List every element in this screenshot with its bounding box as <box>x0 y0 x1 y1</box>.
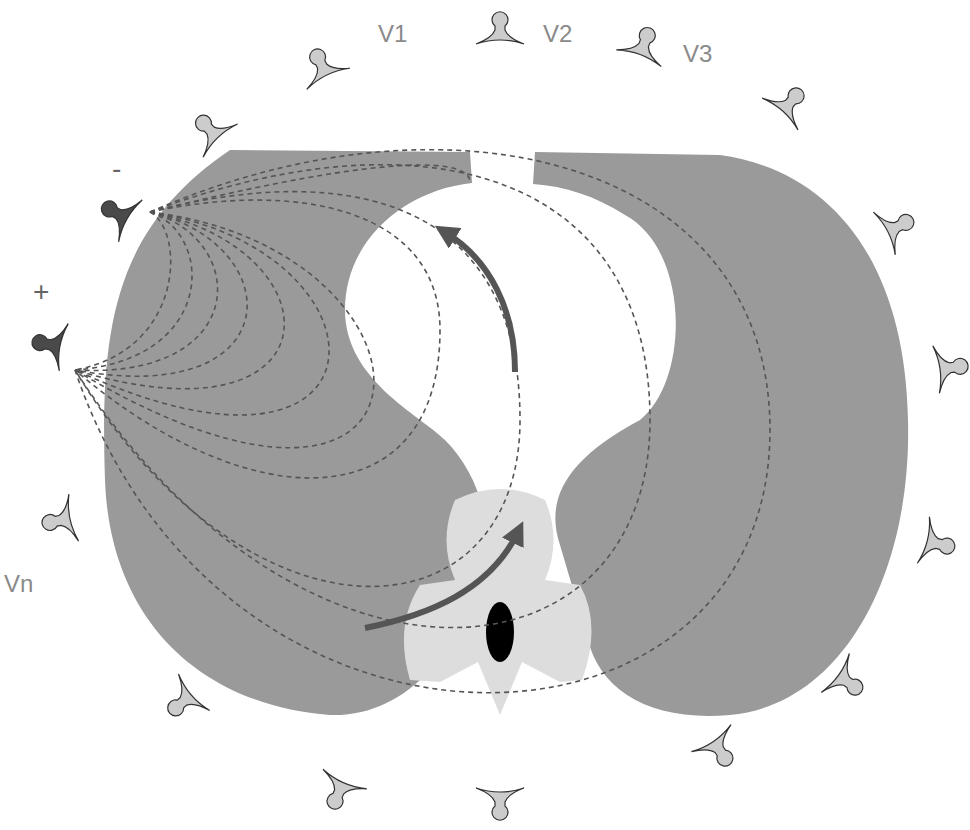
electrode <box>154 674 210 731</box>
electrode <box>821 654 875 712</box>
spine <box>404 489 592 715</box>
electrode-label: V3 <box>683 42 712 66</box>
electrode <box>933 341 970 393</box>
electrode <box>37 494 78 548</box>
electrode <box>691 725 749 779</box>
electrode-array <box>28 12 970 820</box>
spinal-canal <box>486 602 514 662</box>
depolarization-arrows <box>365 232 518 628</box>
electrode <box>476 788 524 820</box>
electrode <box>917 517 960 572</box>
polarity-sign: - <box>112 155 121 183</box>
electrode <box>873 197 924 254</box>
electrode <box>91 184 143 242</box>
electrode <box>293 39 350 89</box>
electrode-label: V2 <box>543 22 572 46</box>
electrode <box>476 12 524 44</box>
electrode-label: V1 <box>378 22 407 46</box>
electrode <box>28 318 69 371</box>
electrode <box>181 101 238 158</box>
field-lines <box>75 150 770 693</box>
electrode <box>762 74 819 130</box>
polarity-sign: + <box>33 278 49 306</box>
electrode-label: Vn <box>4 572 33 596</box>
electrode <box>310 769 367 818</box>
electrode <box>616 20 672 67</box>
